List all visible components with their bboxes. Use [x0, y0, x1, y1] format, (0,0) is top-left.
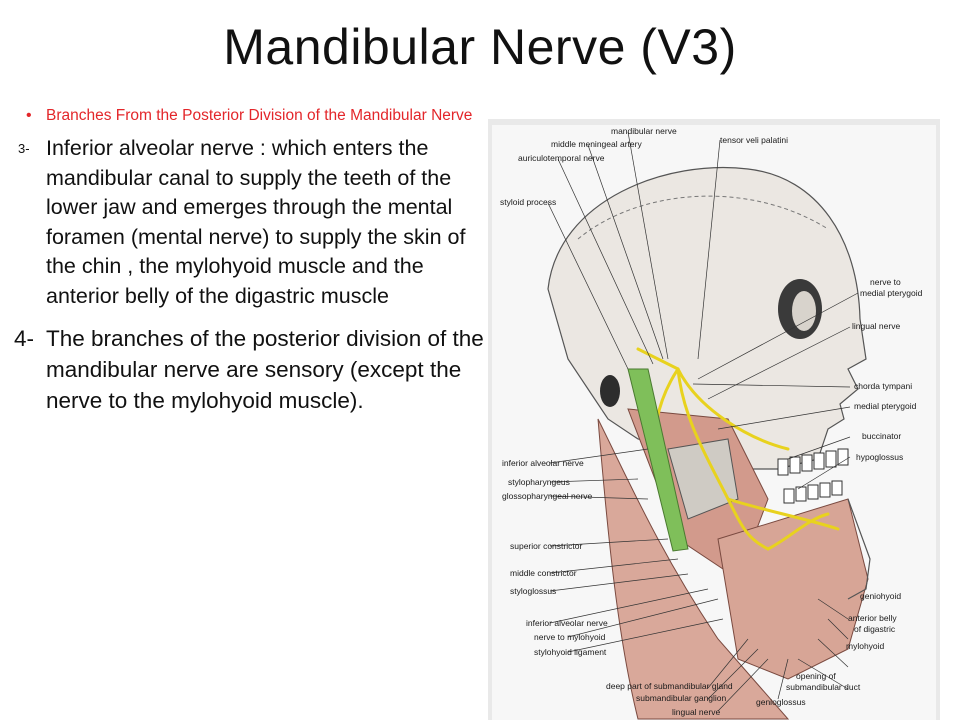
label-middle-constrictor: middle constrictor	[510, 568, 577, 578]
label-nerve-to-mylohyoid: nerve to mylohyoid	[534, 632, 606, 642]
label-nerve-to: nerve to	[870, 277, 901, 287]
bullet-dot-icon: •	[26, 107, 32, 124]
label-middle-meningeal-artery: middle meningeal artery	[551, 139, 642, 149]
item-4-text: The branches of the posterior division o…	[46, 326, 484, 413]
label-mandibular-nerve: mandibular nerve	[611, 126, 677, 136]
label-tensor-veli-palatini: tensor veli palatini	[720, 135, 788, 145]
label-lingual-nerve-top: lingual nerve	[852, 321, 900, 331]
label-of-digastric: of digastric	[854, 624, 896, 634]
label-opening-of: opening of	[796, 671, 836, 681]
label-medial-pterygoid-1: medial pterygoid	[860, 288, 923, 298]
leader-lines	[547, 131, 859, 712]
label-buccinator: buccinator	[862, 431, 901, 441]
label-anterior-belly: anterior belly	[848, 613, 897, 623]
bullet-item: • Branches From the Posterior Division o…	[18, 104, 486, 128]
label-chorda-tympani: chorda tympani	[854, 381, 912, 391]
label-submandibular-duct: submandibular duct	[786, 682, 861, 692]
label-medial-pterygoid-2: medial pterygoid	[854, 401, 917, 411]
label-superior-constrictor: superior constrictor	[510, 541, 582, 551]
label-geniohyoid: geniohyoid	[860, 591, 901, 601]
teeth-upper	[777, 448, 849, 476]
mandible-ramus	[667, 438, 739, 520]
cranial-dashed-line	[577, 195, 829, 240]
slide-body: • Branches From the Posterior Division o…	[14, 104, 486, 416]
label-stylopharyngeus: stylopharyngeus	[508, 477, 570, 487]
label-submandibular-ganglion: submandibular ganglion	[636, 693, 727, 703]
label-styloglossus: styloglossus	[510, 586, 556, 596]
label-inferior-alveolar-nerve-1: inferior alveolar nerve	[502, 458, 584, 468]
label-mylohyoid: mylohyoid	[846, 641, 885, 651]
label-deep-part-submandibular-gland: deep part of submandibular gland	[606, 681, 733, 691]
anatomy-figure: mandibular nerve middle meningeal artery…	[488, 119, 940, 720]
label-lingual-nerve-bottom: lingual nerve	[672, 707, 720, 717]
label-glossopharyngeal-nerve: glossopharyngeal nerve	[502, 491, 593, 501]
teeth-lower	[783, 480, 843, 504]
label-auriculotemporal-nerve: auriculotemporal nerve	[518, 153, 605, 163]
slide-title: Mandibular Nerve (V3)	[223, 19, 737, 75]
item-4: 4- The branches of the posterior divisio…	[14, 323, 486, 416]
item-3-number: 3-	[18, 141, 30, 156]
item-3: 3- Inferior alveolar nerve : which enter…	[18, 134, 486, 311]
label-inferior-alveolar-nerve-2: inferior alveolar nerve	[526, 618, 608, 628]
neck-muscles	[597, 418, 790, 720]
stylopharyngeus-muscle	[627, 368, 689, 552]
label-genioglossus: genioglossus	[756, 697, 806, 707]
label-stylohyoid-ligament: stylohyoid ligament	[534, 647, 607, 657]
label-styloid-process: styloid process	[500, 197, 556, 207]
bullet-text: Branches From the Posterior Division of …	[46, 107, 473, 124]
anatomy-illustration: mandibular nerve middle meningeal artery…	[492, 125, 936, 720]
item-3-text: Inferior alveolar nerve : which enters t…	[46, 136, 466, 308]
label-hypoglossus: hypoglossus	[856, 452, 903, 462]
chin-outline	[847, 498, 871, 600]
ear-opening	[600, 375, 620, 407]
orbit-inner	[792, 291, 816, 331]
item-4-number: 4-	[14, 326, 35, 351]
